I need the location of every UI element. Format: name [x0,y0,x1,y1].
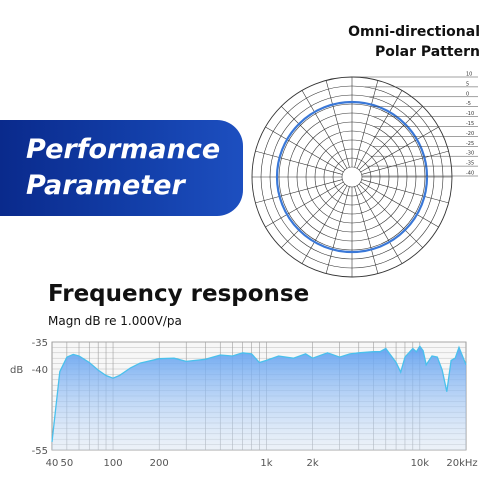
x-tick-label: 20kHz [446,458,477,469]
performance-parameter-banner: Performance Parameter [0,120,243,216]
polar-spoke [265,126,344,173]
banner-line-1: Performance [26,134,221,165]
polar-spoke [361,179,449,204]
polar-title-line-2: Polar Pattern [375,44,480,60]
polar-spoke [281,183,346,248]
polar-spoke [361,150,449,175]
response-line [51,345,467,442]
polar-spoke [301,90,348,169]
polar-spoke [360,181,439,228]
polar-scale-label: -25 [466,141,474,147]
x-tick-label: 2k [307,458,319,469]
polar-spoke [281,106,346,171]
polar-spoke [360,126,439,173]
polar-spoke [255,150,343,175]
x-tick-label: 100 [103,458,122,469]
polar-spoke [301,185,348,264]
frequency-response-subtitle: Magn dB re 1.000V/pa [48,314,182,328]
polar-spoke [265,181,344,228]
polar-scale-label: -10 [466,111,474,117]
x-tick-label: 1k [260,458,272,469]
response-area [52,346,466,450]
y-tick-label: -35 [32,338,48,349]
x-tick-label: 40 [46,458,59,469]
polar-scale-label: 0 [466,91,469,97]
polar-spoke [356,90,403,169]
polar-spoke [358,183,423,248]
polar-spoke [255,179,343,204]
polar-scale-label: -35 [466,161,474,167]
banner-line-2: Parameter [26,170,185,201]
polar-spoke [358,106,423,171]
polar-scale-label: -20 [466,131,474,137]
y-tick-label: -40 [32,365,48,376]
polar-spoke [356,185,403,264]
x-tick-label: 50 [60,458,73,469]
polar-scale-label: 5 [466,81,469,87]
y-axis-label: dB [10,365,23,376]
x-tick-label: 200 [150,458,169,469]
polar-scale-label: 10 [466,72,472,78]
polar-spoke [325,80,350,168]
polar-scale-label: -40 [466,171,474,177]
polar-scale-label: -15 [466,121,474,127]
y-tick-label: -55 [32,446,48,457]
x-tick-label: 10k [411,458,430,469]
polar-title-line-1: Omni-directional [348,24,480,40]
frequency-response-title: Frequency response [48,281,310,307]
polar-pattern-title: Omni-directional Polar Pattern [300,22,480,62]
polar-scale-label: -5 [466,101,471,107]
polar-spoke [354,80,379,168]
polar-scale-label: -30 [466,151,474,157]
polar-spoke [325,186,350,274]
polar-response-curve [275,100,429,254]
polar-spoke [354,186,379,274]
